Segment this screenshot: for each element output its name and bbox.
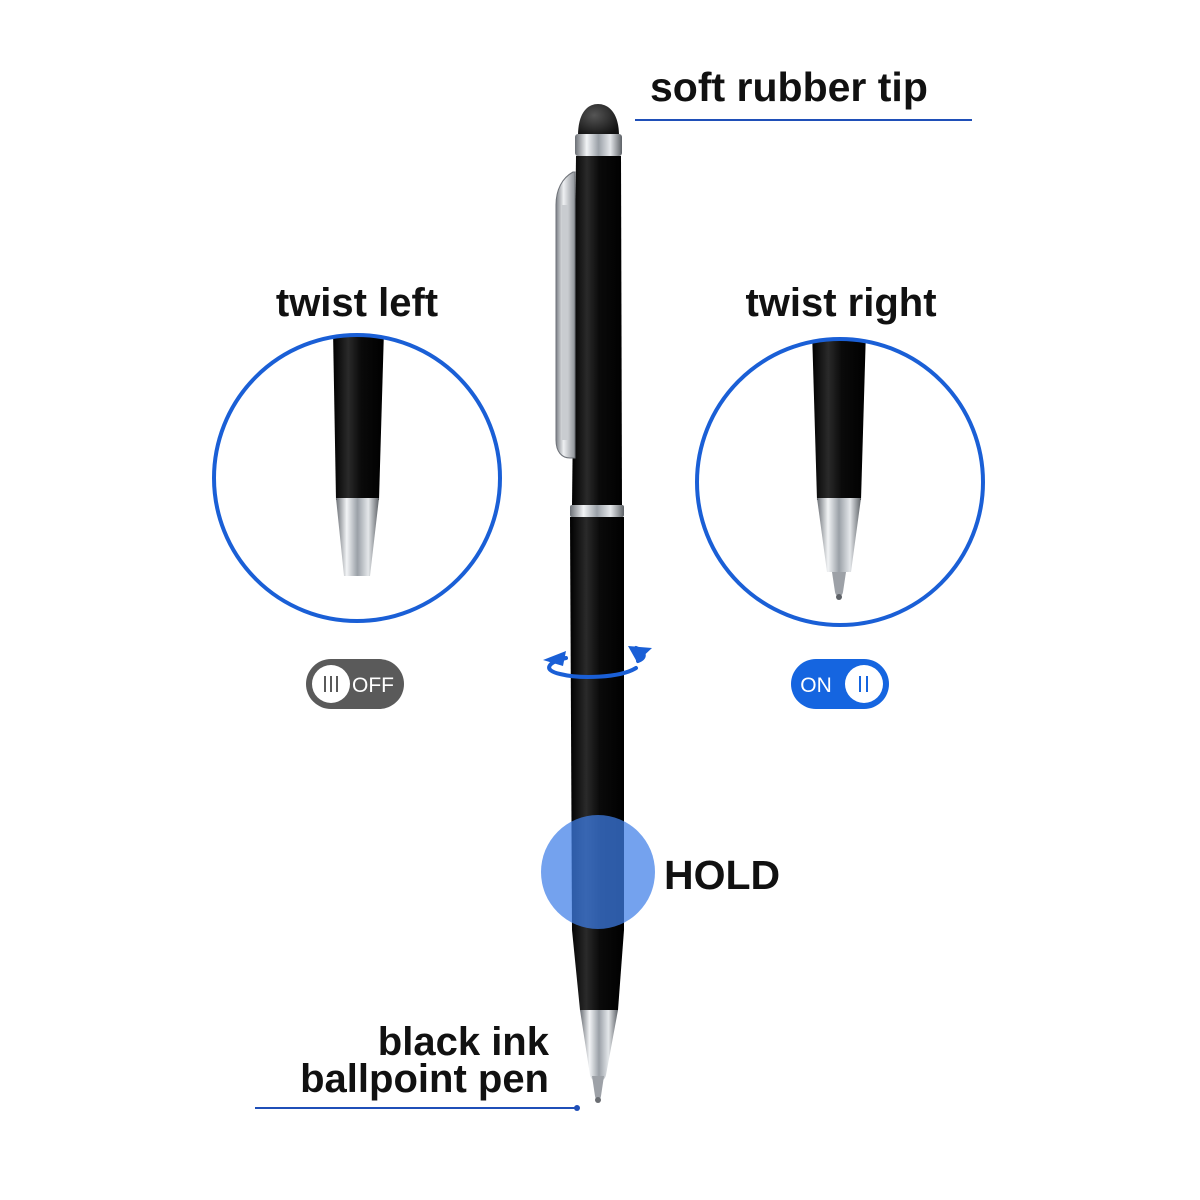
on-toggle: ON xyxy=(791,659,889,709)
stylus-tip-label: soft rubber tip xyxy=(650,64,928,110)
twist-left-label: twist left xyxy=(276,281,438,325)
off-toggle-label: OFF xyxy=(352,674,394,697)
pen-cone xyxy=(580,1010,618,1082)
ballpoint-tip xyxy=(592,1076,604,1101)
hold-label: HOLD xyxy=(664,852,780,898)
on-toggle-label: ON xyxy=(800,674,832,697)
twist-right-label: twist right xyxy=(745,281,936,325)
ballpoint-label-line2: ballpoint pen xyxy=(300,1057,549,1101)
lower-barrel xyxy=(570,517,624,1010)
main-pen xyxy=(541,104,655,1103)
upper-barrel xyxy=(572,156,622,505)
tip-collar xyxy=(575,134,622,156)
twist-left-circle xyxy=(212,333,502,623)
ballpoint-label-line1: black ink xyxy=(378,1020,550,1064)
twist-right-circle xyxy=(695,337,985,627)
twist-left-detail xyxy=(333,335,384,576)
off-toggle: OFF xyxy=(306,659,404,709)
center-ring xyxy=(570,505,624,517)
rubber-tip xyxy=(578,104,619,136)
hold-highlight xyxy=(541,815,655,929)
twist-right-detail xyxy=(812,339,866,600)
